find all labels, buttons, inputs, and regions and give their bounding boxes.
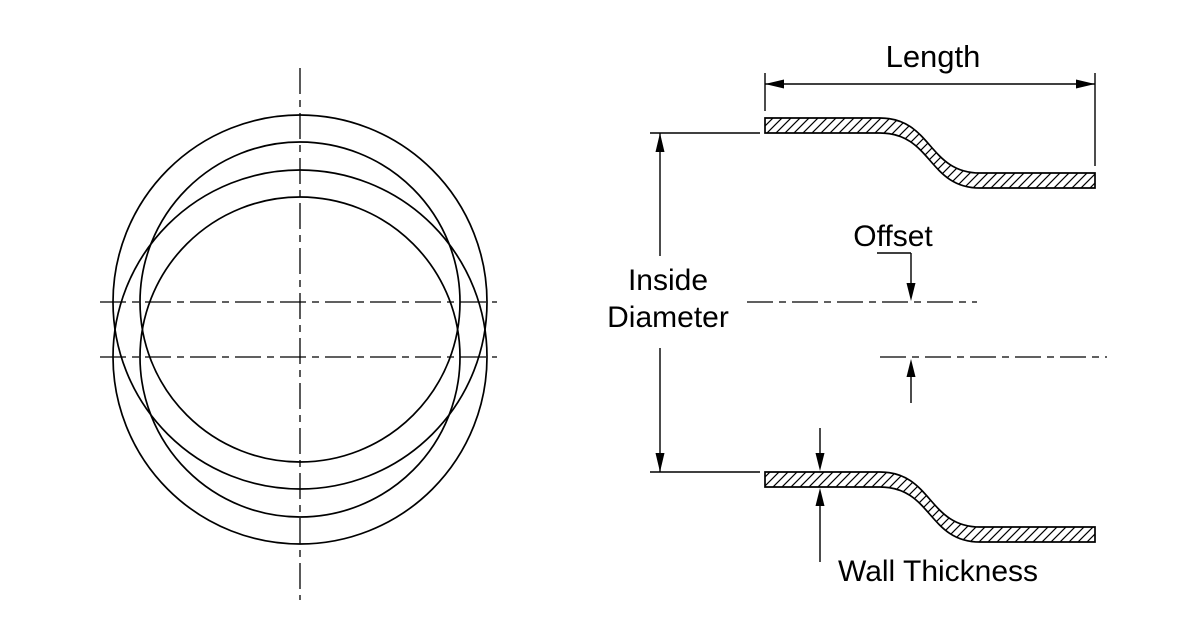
- front-inner-circle-upper-end: [139, 141, 461, 463]
- length-arrowhead-left: [765, 79, 784, 89]
- front-inner-circle-lower-end: [139, 196, 461, 518]
- top-wall-section: [764, 117, 1096, 189]
- length-dimension: Length: [764, 39, 1096, 166]
- wall-thickness-label: Wall Thickness: [838, 555, 1038, 588]
- inside-diameter-arrowhead-top: [655, 133, 665, 152]
- inside-diameter-dimension: Inside Diameter: [607, 132, 760, 473]
- offset-arrowhead-down: [906, 283, 916, 301]
- offset-arrowhead-up: [906, 359, 916, 377]
- inside-diameter-arrowhead-bottom: [655, 453, 665, 472]
- length-arrowhead-right: [1076, 79, 1095, 89]
- offset-dimension: Offset: [853, 220, 933, 403]
- inside-diameter-label-line1: Inside: [628, 264, 708, 297]
- bottom-wall-section: [764, 471, 1096, 543]
- length-label: Length: [886, 39, 981, 74]
- side-view: [747, 117, 1107, 543]
- front-view: [100, 68, 497, 600]
- wall-thickness-dimension: Wall Thickness: [815, 428, 1038, 588]
- front-outer-circle-lower-end: [112, 169, 488, 545]
- inside-diameter-label-line2: Diameter: [607, 301, 729, 334]
- offset-label: Offset: [853, 220, 933, 253]
- wall-thickness-arrowhead-down: [815, 453, 825, 471]
- front-outer-circle-upper-end: [112, 114, 488, 490]
- wall-thickness-arrowhead-up: [815, 488, 825, 506]
